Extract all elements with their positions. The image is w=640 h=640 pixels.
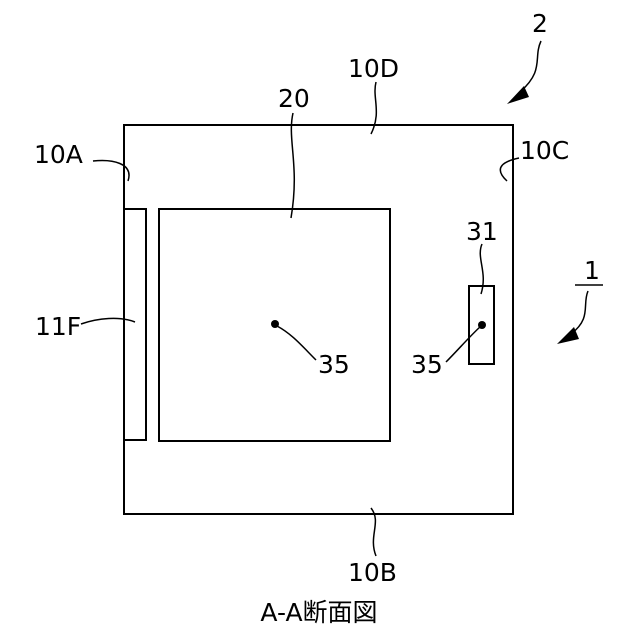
leader-10C: [500, 158, 519, 181]
leader-11F: [81, 318, 135, 324]
label-20: 20: [278, 84, 310, 113]
figure-caption: A-A断面図: [260, 598, 377, 627]
leader-10D: [371, 82, 376, 134]
leader-35-right: [446, 326, 481, 362]
leader-20: [291, 113, 294, 218]
label-11F: 11F: [35, 312, 81, 341]
label-35-right: 35: [411, 350, 443, 379]
label-35-left: 35: [318, 350, 350, 379]
label-10D: 10D: [348, 54, 399, 83]
side-panel-11F: [124, 209, 146, 440]
leader-10B: [371, 508, 376, 556]
housing-outline: [124, 125, 513, 514]
label-10C: 10C: [520, 136, 569, 165]
label-10B: 10B: [348, 558, 397, 587]
label-2: 2: [532, 9, 548, 38]
label-10A: 10A: [34, 140, 83, 169]
label-31: 31: [466, 217, 498, 246]
leader-35-left: [277, 326, 316, 360]
label-1: 1: [584, 256, 600, 285]
arrow-2-head: [507, 86, 529, 104]
arrow-2-shaft: [520, 41, 541, 92]
